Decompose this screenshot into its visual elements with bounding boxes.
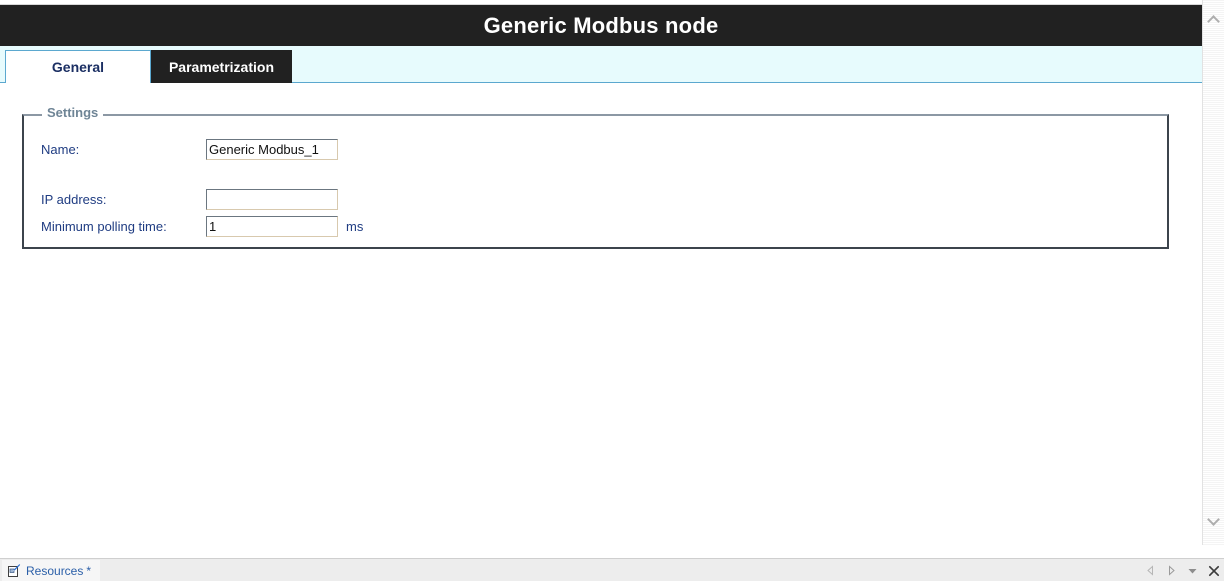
settings-group-legend: Settings — [42, 106, 104, 119]
resources-tab[interactable]: Resources * — [2, 560, 101, 581]
scroll-down-button[interactable] — [1203, 509, 1224, 531]
field-row-minimum-polling-time: Minimum polling time: ms — [41, 215, 363, 237]
page-title: Generic Modbus node — [483, 12, 719, 38]
ip-address-label: IP address: — [41, 191, 107, 207]
minimum-polling-time-label: Minimum polling time: — [41, 218, 167, 234]
window-top-frame — [0, 0, 1202, 5]
tab-list-dropdown-icon[interactable] — [1186, 563, 1199, 578]
tab-general-label: General — [51, 59, 105, 75]
scroll-up-button[interactable] — [1203, 8, 1224, 30]
ip-address-input[interactable] — [206, 188, 338, 210]
chevron-down-icon — [1208, 517, 1219, 524]
status-bar: Resources * — [0, 558, 1224, 581]
tab-parametrization-label: Parametrization — [168, 58, 275, 75]
name-input[interactable] — [206, 138, 338, 160]
chevron-up-icon — [1208, 16, 1219, 23]
minimum-polling-time-unit: ms — [346, 218, 364, 234]
resources-modified-marker: * — [86, 563, 92, 578]
name-label: Name: — [41, 141, 80, 157]
dialog-title-bar: Generic Modbus node — [0, 5, 1202, 46]
tab-parametrization[interactable]: Parametrization — [151, 50, 292, 83]
nav-next-icon[interactable] — [1165, 563, 1178, 578]
field-row-name: Name: — [41, 138, 338, 160]
vertical-scrollbar[interactable] — [1202, 0, 1224, 545]
field-row-ip-address: IP address: — [41, 188, 338, 210]
tab-strip: General Parametrization — [0, 46, 1202, 84]
nav-previous-icon[interactable] — [1144, 563, 1157, 578]
status-bar-controls — [1144, 559, 1220, 581]
tab-general[interactable]: General — [5, 50, 151, 84]
settings-group-box: Settings Name: IP address: Minimum polli… — [22, 106, 1169, 249]
close-icon[interactable] — [1207, 563, 1220, 578]
general-tab-panel: Settings Name: IP address: Minimum polli… — [0, 83, 1202, 545]
resources-label: Resources — [26, 563, 84, 578]
resources-page-icon — [6, 563, 21, 578]
minimum-polling-time-input[interactable] — [206, 215, 338, 237]
